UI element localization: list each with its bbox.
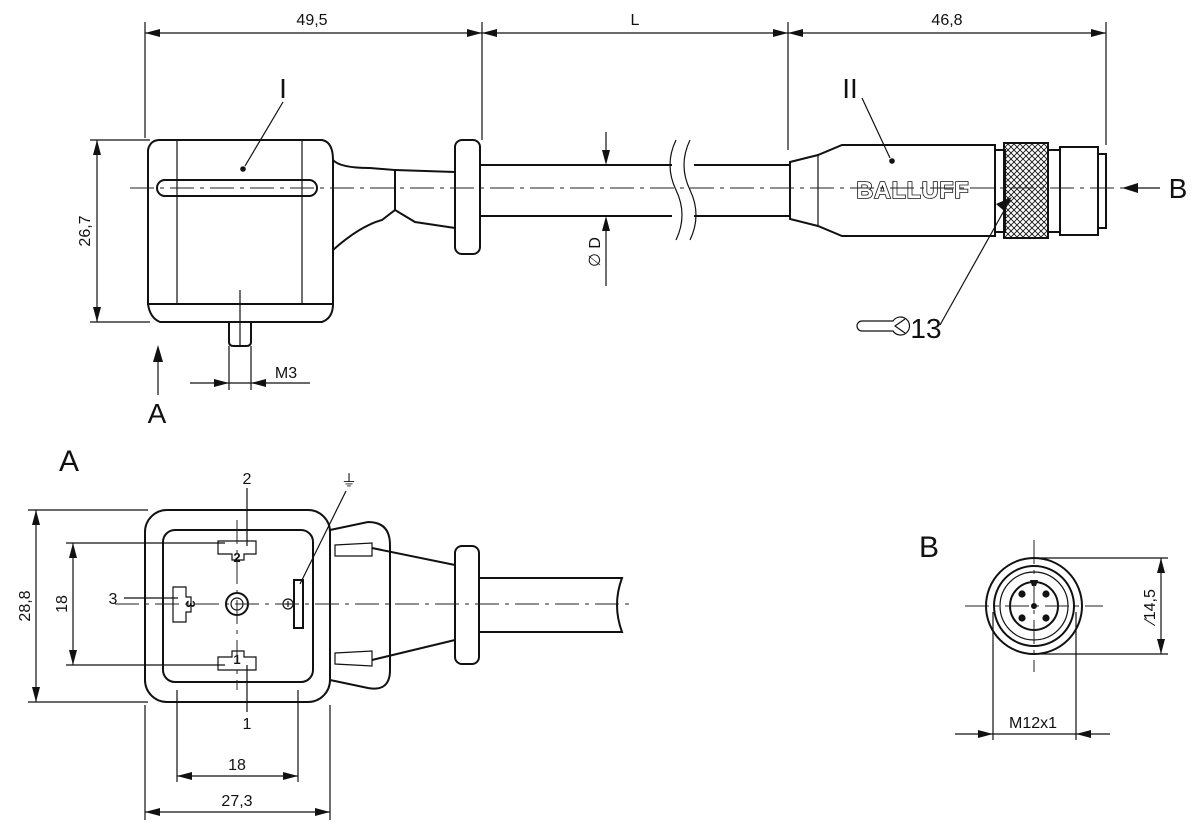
cable [480, 139, 790, 241]
pin-1-label: 1 [243, 716, 252, 733]
dimension-top-chain [144, 22, 1107, 150]
view-B-title: B [919, 531, 939, 564]
view-arrow-A-label: A [148, 398, 167, 429]
dim-screw-thread: M3 [275, 365, 297, 382]
dim-connector-diameter: ∕14,5 [1142, 589, 1159, 627]
pin-2-slot [217, 540, 257, 561]
leader-dot-II [889, 158, 895, 164]
brand-logo: BALLUFF [856, 177, 969, 203]
dimension-inner-width [176, 690, 299, 782]
dimension-connector-diameter [1034, 557, 1168, 655]
dim-height-I: 26,7 [77, 215, 94, 246]
dim-connector-thread: M12x1 [1009, 715, 1057, 732]
pin-1-slot [217, 650, 257, 671]
pin-2-label: 2 [243, 471, 252, 488]
leader-wrench [939, 199, 1011, 326]
part-II-label: II [842, 73, 858, 104]
dimension-outer-width [144, 705, 331, 820]
view-A: A 2 1 3 [17, 445, 630, 820]
leader-dot-I [240, 166, 246, 172]
view-A-title: A [59, 445, 79, 478]
m12-connector-body [789, 142, 1107, 239]
dimension-height-I [90, 139, 150, 323]
pin-3-slot [172, 586, 192, 623]
dim-length-cable: L [631, 12, 640, 29]
dimension-cable-diameter [602, 132, 610, 286]
view-arrow-B-label: B [1169, 173, 1188, 204]
dim-inner-width: 18 [228, 757, 246, 774]
dim-inner-height: 18 [54, 595, 71, 613]
dimension-connector-thread [955, 612, 1110, 740]
view-A-body [144, 509, 624, 703]
wrench-icon [856, 316, 911, 336]
leader-ground [299, 490, 347, 585]
dim-height-front: 28,8 [17, 590, 34, 621]
dimension-inner-height [66, 542, 225, 666]
wrench-size-label: 13 [910, 313, 941, 344]
view-arrow-B [1122, 183, 1160, 193]
pin-2-mark: 2 [233, 550, 240, 565]
view-arrow-A [153, 345, 163, 395]
dimension-height-front [28, 509, 148, 703]
part-I-label: I [279, 73, 287, 104]
pin-3-label: 3 [109, 591, 118, 608]
dim-length-I: 49,5 [296, 12, 327, 29]
dimension-screw [190, 346, 310, 390]
ground-symbol-label: ⏚ [341, 472, 357, 490]
dim-cable-diameter: ∅ D [587, 237, 604, 267]
dim-length-II: 46,8 [931, 12, 962, 29]
leader-part-I [244, 101, 284, 167]
pin-3-mark: 3 [183, 600, 198, 607]
view-B: B ∕14,5 [919, 531, 1168, 740]
valve-connector-body [147, 139, 481, 347]
leader-part-II [861, 97, 891, 159]
dim-outer-width: 27,3 [221, 793, 252, 810]
side-view: 49,5 L 46,8 26,7 [77, 12, 1187, 429]
